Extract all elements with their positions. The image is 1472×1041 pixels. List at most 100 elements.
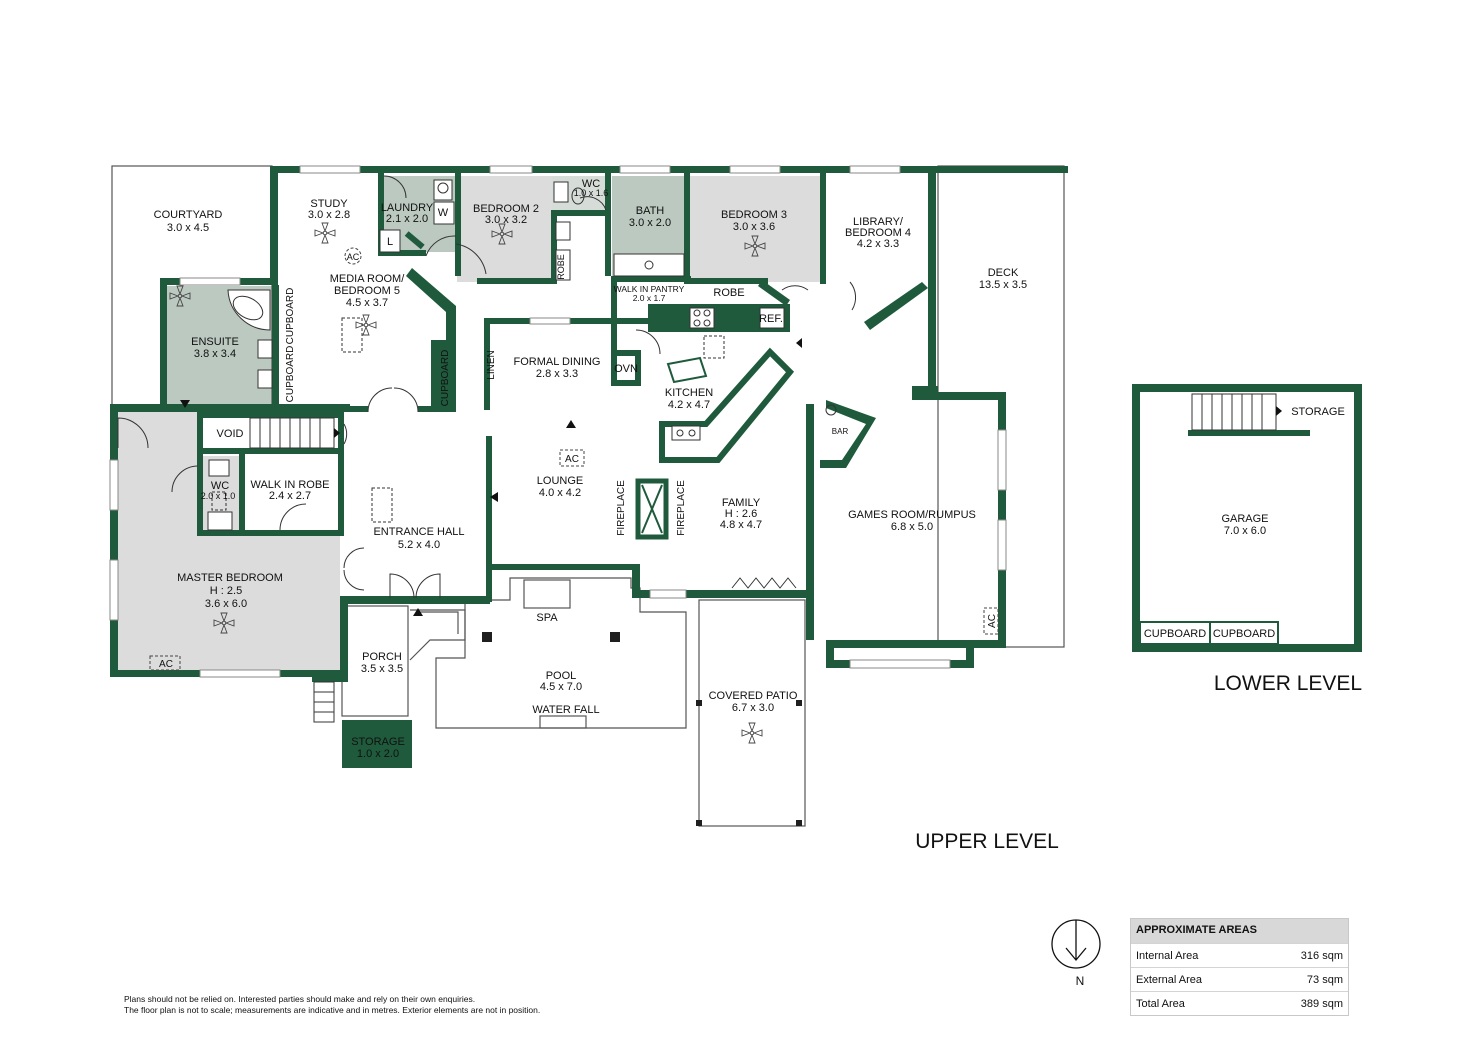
label-w: W bbox=[438, 207, 449, 219]
upper-level-title: UPPER LEVEL bbox=[915, 830, 1059, 853]
ac-units bbox=[149, 247, 999, 671]
room-patio-size: 6.7 x 3.0 bbox=[732, 702, 774, 714]
label-cupboard-media: CUPBOARD bbox=[440, 350, 451, 407]
windows bbox=[109, 165, 1007, 678]
room-media-size: 4.5 x 3.7 bbox=[346, 297, 388, 309]
room-master-height: H : 2.5 bbox=[210, 585, 242, 597]
label-ac-media: AC bbox=[347, 252, 360, 262]
label-ovn: OVN bbox=[614, 363, 638, 375]
room-courtyard-name: COURTYARD bbox=[154, 209, 223, 221]
outdoor-outlines bbox=[111, 165, 1065, 827]
room-family-name: FAMILY bbox=[722, 497, 761, 509]
label-spa: SPA bbox=[536, 612, 558, 624]
room-wc-upper-size: 1.0 x 1.6 bbox=[574, 188, 609, 198]
room-games-size: 6.8 x 5.0 bbox=[891, 521, 933, 533]
room-pool-name: POOL bbox=[546, 670, 577, 682]
room-study-name: STUDY bbox=[310, 198, 348, 210]
room-wc-lower-name: WC bbox=[211, 480, 229, 492]
room-lounge-size: 4.0 x 4.2 bbox=[539, 487, 581, 499]
room-dining-name: FORMAL DINING bbox=[514, 356, 601, 368]
label-cupboard-ensuite-top: CUPBOARD bbox=[285, 288, 296, 345]
room-pantry-size: 2.0 x 1.7 bbox=[633, 293, 666, 303]
arrow-icons bbox=[180, 338, 1282, 616]
label-linen: LINEN bbox=[486, 350, 497, 379]
room-bedroom3-name: BEDROOM 3 bbox=[721, 209, 787, 221]
room-robe-size: 2.4 x 2.7 bbox=[269, 490, 311, 502]
disclaimer-line-2: The floor plan is not to scale; measurem… bbox=[124, 1005, 540, 1015]
approximate-areas-table: APPROXIMATE AREAS Internal Area 316 sqm … bbox=[1130, 918, 1349, 1016]
room-study-size: 3.0 x 2.8 bbox=[308, 209, 350, 221]
room-wc-lower-size: 2.0 x 1.0 bbox=[201, 491, 236, 501]
room-library-size: 4.2 x 3.3 bbox=[857, 238, 899, 250]
room-deck-size: 13.5 x 3.5 bbox=[979, 279, 1027, 291]
room-ensuite-size: 3.8 x 3.4 bbox=[194, 348, 236, 360]
room-storage-name: STORAGE bbox=[351, 736, 405, 748]
room-family-height: H : 2.6 bbox=[725, 508, 757, 520]
room-pantry-name: WALK IN PANTRY bbox=[614, 284, 685, 294]
room-media-name2: BEDROOM 5 bbox=[334, 285, 400, 297]
label-ref: REF. bbox=[759, 313, 783, 325]
room-robe-name: WALK IN ROBE bbox=[250, 479, 329, 491]
room-laundry-name: LAUNDRY bbox=[381, 202, 434, 214]
room-master-name: MASTER BEDROOM bbox=[177, 572, 283, 584]
fixture-labels: AC AC AC AC VOID ROBE ROBE REF. OVN LINE… bbox=[159, 207, 1345, 716]
room-garage-size: 7.0 x 6.0 bbox=[1224, 525, 1266, 537]
pool-posts bbox=[482, 632, 802, 826]
label-ac-lounge: AC bbox=[565, 454, 579, 465]
label-bar: BAR bbox=[832, 427, 849, 436]
room-patio-name: COVERED PATIO bbox=[709, 690, 798, 702]
room-library-name1: LIBRARY/ bbox=[853, 216, 904, 228]
room-labels: COURTYARD 3.0 x 4.5 STUDY 3.0 x 2.8 LAUN… bbox=[154, 178, 1269, 760]
room-storage-size: 1.0 x 2.0 bbox=[357, 748, 399, 760]
stairs bbox=[249, 393, 1277, 723]
north-compass-icon: N bbox=[1051, 919, 1101, 988]
label-ac-master: AC bbox=[159, 659, 173, 670]
room-deck-name: DECK bbox=[988, 267, 1019, 279]
doors bbox=[117, 175, 857, 599]
fixtures bbox=[207, 179, 837, 531]
compass-label: N bbox=[1076, 974, 1085, 988]
room-entrance-size: 5.2 x 4.0 bbox=[398, 539, 440, 551]
walls bbox=[110, 166, 1362, 768]
areas-row-label: Total Area bbox=[1136, 998, 1185, 1010]
areas-title: APPROXIMATE AREAS bbox=[1131, 919, 1348, 943]
label-cupboard-ensuite-bottom: CUPBOARD bbox=[285, 346, 296, 403]
label-cupboard-garage-1: CUPBOARD bbox=[1144, 628, 1206, 640]
room-laundry-size: 2.1 x 2.0 bbox=[386, 213, 428, 225]
room-entrance-name: ENTRANCE HALL bbox=[373, 526, 464, 538]
areas-row-value: 316 sqm bbox=[1300, 950, 1343, 962]
room-dining-size: 2.8 x 3.3 bbox=[536, 368, 578, 380]
label-l: L bbox=[387, 236, 393, 248]
room-wc-upper-name: WC bbox=[582, 178, 600, 190]
room-bath-name: BATH bbox=[636, 205, 665, 217]
areas-row-label: Internal Area bbox=[1136, 950, 1199, 962]
label-garage-storage: STORAGE bbox=[1291, 406, 1345, 418]
label-fireplace-west: FIREPLACE bbox=[616, 480, 627, 536]
label-robe-bed2: ROBE bbox=[556, 254, 566, 280]
room-family-size: 4.8 x 4.7 bbox=[720, 519, 762, 531]
room-courtyard-size: 3.0 x 4.5 bbox=[167, 222, 209, 234]
room-ensuite-name: ENSUITE bbox=[191, 336, 239, 348]
room-garage-name: GARAGE bbox=[1221, 513, 1268, 525]
areas-row-external: External Area 73 sqm bbox=[1131, 967, 1348, 991]
room-library-name2: BEDROOM 4 bbox=[845, 227, 911, 239]
label-fireplace-east: FIREPLACE bbox=[676, 480, 687, 536]
room-kitchen-name: KITCHEN bbox=[665, 387, 713, 399]
room-porch-name: PORCH bbox=[362, 651, 402, 663]
room-media-name1: MEDIA ROOM/ bbox=[330, 273, 406, 285]
areas-row-internal: Internal Area 316 sqm bbox=[1131, 943, 1348, 967]
room-games-name: GAMES ROOM/RUMPUS bbox=[848, 509, 976, 521]
room-porch-size: 3.5 x 3.5 bbox=[361, 663, 403, 675]
label-ac-games: AC bbox=[987, 614, 998, 628]
areas-row-value: 73 sqm bbox=[1306, 974, 1343, 986]
disclaimer-line-1: Plans should not be relied on. Intereste… bbox=[124, 994, 475, 1004]
room-kitchen-size: 4.2 x 4.7 bbox=[668, 399, 710, 411]
areas-row-label: External Area bbox=[1136, 974, 1203, 986]
room-master-size: 3.6 x 6.0 bbox=[205, 598, 247, 610]
lower-level-title: LOWER LEVEL bbox=[1214, 672, 1362, 695]
room-lounge-name: LOUNGE bbox=[537, 475, 583, 487]
room-bedroom2-size: 3.0 x 3.2 bbox=[485, 214, 527, 226]
room-bedroom3-size: 3.0 x 3.6 bbox=[733, 221, 775, 233]
label-water-fall: WATER FALL bbox=[532, 704, 599, 716]
label-cupboard-garage-2: CUPBOARD bbox=[1213, 628, 1275, 640]
